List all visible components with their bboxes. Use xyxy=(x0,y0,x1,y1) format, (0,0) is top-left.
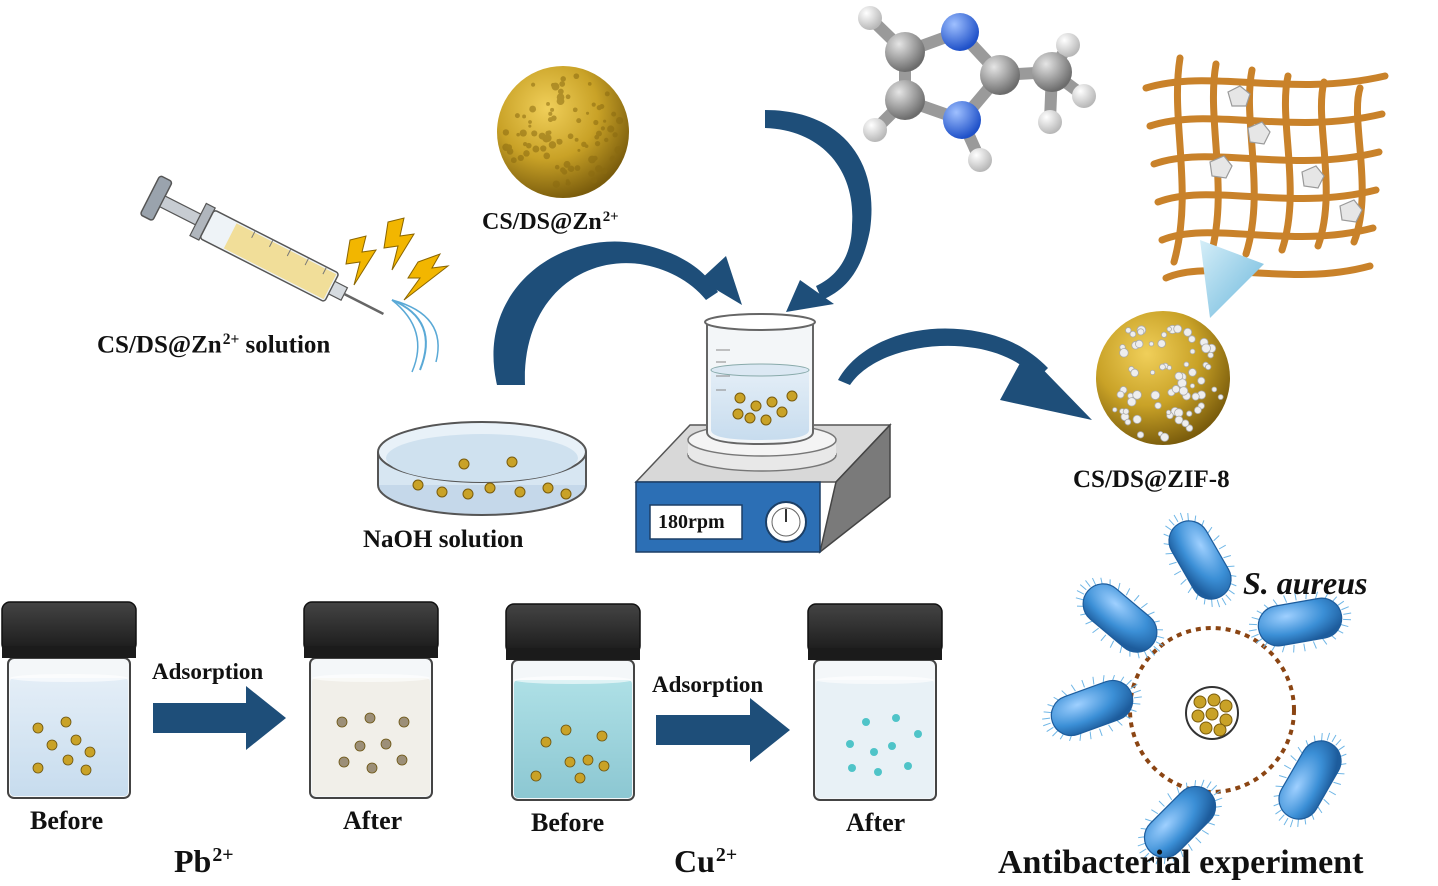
bead-icon xyxy=(497,66,629,198)
label-zif8: CS/DS@ZIF-8 xyxy=(1073,466,1230,493)
arrow-bead-to-beaker xyxy=(493,241,742,385)
bacteria-icon xyxy=(1273,732,1347,828)
stirrer-icon xyxy=(634,423,892,554)
beaker-icon xyxy=(704,313,816,446)
label-solution: CS/DS@Zn2+ solution xyxy=(97,331,331,359)
jar-icon xyxy=(807,603,943,801)
jar-icon xyxy=(505,603,641,801)
bacteria-icon xyxy=(1042,674,1142,742)
syringe-icon xyxy=(140,175,439,373)
adsorption-arrow-1 xyxy=(153,686,286,750)
bacteria-icon xyxy=(1075,577,1165,659)
arrow-beaker-to-zif8 xyxy=(838,328,1092,420)
mesh-icon xyxy=(1142,54,1389,282)
stirrer-speed-label: 180rpm xyxy=(658,511,725,533)
bacteria-icon xyxy=(1248,591,1352,653)
label-after-1: After xyxy=(343,806,403,835)
label-before-2: Before xyxy=(531,808,605,837)
label-cu: Cu2+ xyxy=(674,843,738,879)
bacteria-icon xyxy=(1163,512,1237,608)
bacteria-icon xyxy=(1137,779,1223,865)
label-pb: Pb2+ xyxy=(174,843,234,879)
petri-dish-icon xyxy=(377,421,587,516)
inhibition-zone xyxy=(1128,626,1296,794)
adsorption-arrow-2 xyxy=(656,698,790,762)
label-adsorption-2: Adsorption xyxy=(652,672,764,697)
label-naoh: NaOH solution xyxy=(363,526,524,553)
jar-icon xyxy=(1,601,137,799)
label-antibacterial: Antibacterial experiment xyxy=(998,844,1364,881)
label-bead: CS/DS@Zn2+ xyxy=(482,209,619,236)
label-s-aureus: S. aureus xyxy=(1243,565,1368,601)
label-adsorption-1: Adsorption xyxy=(152,659,264,684)
lightning-icon xyxy=(345,217,450,301)
zif8-bead-icon xyxy=(1096,311,1230,445)
arrow-molecule-to-beaker xyxy=(765,110,872,312)
bead-sample-icon xyxy=(1185,686,1239,740)
zoom-triangle xyxy=(1200,240,1264,318)
molecule-icon xyxy=(858,6,1096,172)
label-before-1: Before xyxy=(30,806,104,835)
jar-icon xyxy=(303,601,439,799)
label-after-2: After xyxy=(846,808,906,837)
